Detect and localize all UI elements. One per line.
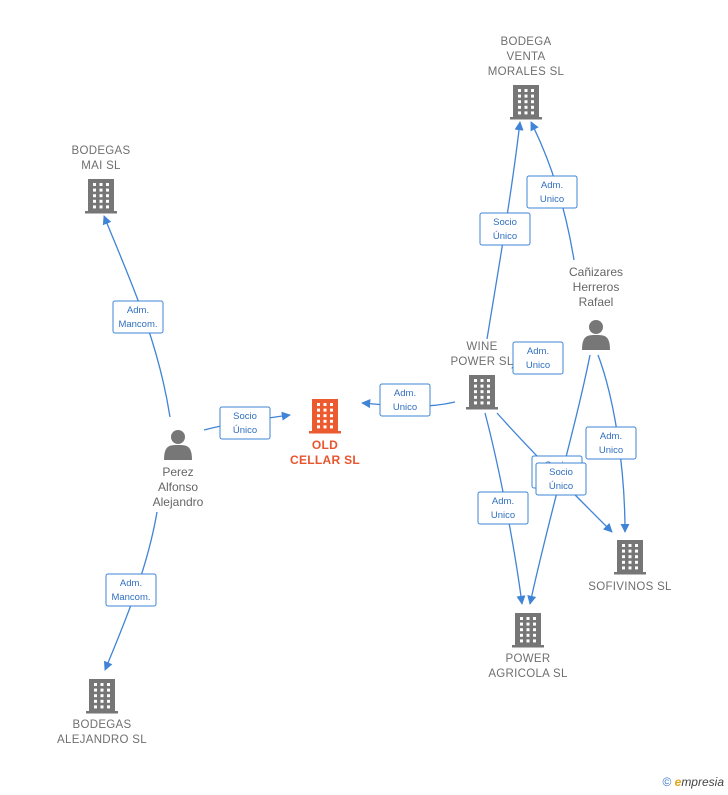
relation-label-canizares-morales[interactable]: Adm. Unico — [526, 175, 578, 209]
node-label-line: ALEJANDRO SL — [57, 734, 147, 746]
relation-text: Mancom. — [111, 592, 150, 603]
relation-label-wine-oldcellar[interactable]: Adm. Unico — [379, 383, 431, 417]
main-building-icon — [309, 399, 341, 434]
relation-text: Unico — [599, 445, 623, 456]
node-label-line: MAI SL — [81, 160, 121, 172]
node-label-line: OLD — [312, 438, 338, 452]
relation-box — [105, 573, 157, 607]
edge-labels: Adm.Mancom.SocioÚnicoAdm.Mancom.Adm.Unic… — [105, 175, 637, 607]
building-icon — [512, 613, 544, 648]
node-bodega-venta-morales[interactable]: BODEGA VENTA MORALES SL — [488, 36, 565, 120]
relation-text: Adm. — [394, 388, 416, 399]
node-label-line: Alfonso — [158, 480, 198, 494]
node-label-line: Alejandro — [153, 495, 204, 509]
node-label-line: POWER — [506, 653, 551, 665]
relation-box — [219, 406, 271, 440]
relation-text: Socio — [549, 467, 573, 478]
relation-text: Único — [233, 425, 257, 436]
relation-text: Adm. — [541, 180, 563, 191]
relation-text: Adm. — [492, 496, 514, 507]
node-label-line: Cañizares — [569, 265, 623, 279]
node-label-line: POWER SL — [450, 356, 513, 368]
relation-label-canizares-sofivinos[interactable]: Adm. Unico — [585, 426, 637, 460]
node-wine-power[interactable]: WINE POWER SL — [450, 341, 514, 410]
relation-box — [477, 491, 529, 525]
nodes: BODEGA VENTA MORALES SL BODEGAS MAI SL Cañiza… — [57, 36, 672, 746]
node-sofivinos[interactable]: SOFIVINOS SL — [588, 540, 672, 593]
building-icon — [614, 540, 646, 575]
node-bodegas-mai[interactable]: BODEGAS MAI SL — [72, 145, 131, 214]
relation-box — [526, 175, 578, 209]
relation-text: Único — [493, 231, 517, 242]
building-icon — [510, 85, 542, 120]
relation-text: Socio — [233, 411, 257, 422]
relation-text: Adm. — [600, 431, 622, 442]
brand-name: mpresia — [681, 775, 724, 789]
node-label-line: Rafael — [579, 295, 614, 309]
node-bodegas-alejandro[interactable]: BODEGAS ALEJANDRO SL — [57, 679, 147, 746]
relation-label-wine-agricola[interactable]: Adm. Unico — [477, 491, 529, 525]
node-label-line: MORALES SL — [488, 66, 565, 78]
relation-label-canizares-wine[interactable]: Adm. Unico — [512, 341, 564, 375]
person-icon — [582, 320, 610, 350]
relation-label-perez-mai[interactable]: Adm. Mancom. — [112, 300, 164, 334]
relation-box — [585, 426, 637, 460]
node-label-line: AGRICOLA SL — [488, 668, 568, 680]
copyright-symbol: © — [662, 775, 672, 789]
node-label-line: Herreros — [573, 280, 620, 294]
building-icon — [466, 375, 498, 410]
node-power-agricola[interactable]: POWER AGRICOLA SL — [488, 613, 568, 680]
relation-text: Mancom. — [118, 319, 157, 330]
relation-text: Adm. — [120, 578, 142, 589]
brand-initial: e — [674, 775, 682, 789]
node-label-line: WINE — [466, 341, 497, 353]
relation-box — [379, 383, 431, 417]
relation-text: Unico — [393, 402, 417, 413]
relation-text: Unico — [491, 510, 515, 521]
building-icon — [85, 179, 117, 214]
relation-text: Socio — [493, 217, 517, 228]
relation-box — [112, 300, 164, 334]
person-icon — [164, 430, 192, 460]
relation-label-perez-alejandro[interactable]: Adm. Mancom. — [105, 573, 157, 607]
building-icon — [86, 679, 118, 714]
relation-box — [512, 341, 564, 375]
node-label-line: CELLAR SL — [290, 453, 360, 467]
relation-text: Unico — [526, 360, 550, 371]
relation-text: Adm. — [127, 305, 149, 316]
node-label-line: Perez — [162, 465, 193, 479]
relation-box — [479, 212, 531, 246]
relation-text: Adm. — [527, 346, 549, 357]
relation-box — [535, 462, 587, 496]
relation-text: Unico — [540, 194, 564, 205]
node-label-line: BODEGAS — [72, 145, 131, 157]
footer-brand[interactable]: © empresia — [662, 775, 724, 789]
node-label-line: VENTA — [507, 51, 546, 63]
node-label-line: BODEGA — [500, 36, 551, 48]
relation-text: Único — [549, 481, 573, 492]
node-label-line: SOFIVINOS SL — [588, 581, 672, 593]
node-label-line: BODEGAS — [73, 719, 132, 731]
